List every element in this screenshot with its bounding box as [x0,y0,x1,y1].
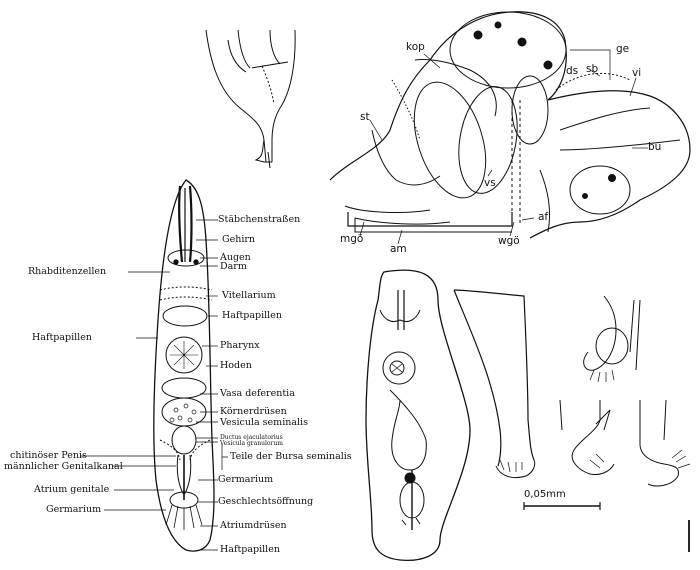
label-teile-der-bursa: Teile der Bursa seminalis [230,451,352,462]
scale-bar-label: 0,05mm [524,489,566,500]
sagittal-section-drawing [329,11,691,239]
label-sb: sb [586,63,599,75]
label-bu: bu [648,141,662,153]
label-vi: vi [632,67,642,79]
label-vesicula-seminalis: Vesicula seminalis [220,417,308,428]
label-staebchenstrassen: Stäbchenstraßen [218,214,301,225]
label-vesicula-granulorum: Vesicula granulorum [220,440,283,447]
label-pharynx: Pharynx [220,340,260,351]
whole-body-drawing [153,179,215,552]
stylet-tip-drawings [559,295,691,487]
label-geschlechtsoeffnung: Geschlechtsöffnung [218,496,314,507]
label-am: am [390,243,407,255]
section-leader-lines [359,49,648,245]
label-hoden: Hoden [220,360,252,371]
label-kop: kop [406,41,425,53]
label-mgo: mgö [340,233,364,245]
label-af: af [538,211,549,223]
label-maennlicher-genitalkanal: männlicher Genitalkanal [4,461,123,472]
ventral-view-drawing [365,269,471,562]
scale-bar [523,502,690,552]
label-haftpapillen-bottom: Haftpapillen [220,544,280,555]
label-rhabditenzellen: Rhabditenzellen [28,266,107,277]
label-vitellarium: Vitellarium [222,290,276,301]
label-st: st [360,111,370,123]
label-ds: ds [566,65,579,77]
label-gehirn: Gehirn [222,234,256,245]
left-leader-lines [80,219,228,551]
label-atriumdruesen: Atriumdrüsen [220,520,287,531]
label-koernerdruesen: Körnerdrüsen [220,406,287,417]
label-germarium-left: Germarium [46,504,102,515]
label-haftpapillen-side: Haftpapillen [32,332,92,343]
label-haftpapillen-top: Haftpapillen [222,310,282,321]
label-augen: Augen [220,252,251,263]
label-vasa-deferentia: Vasa deferentia [220,388,295,399]
label-atrium-genitale: Atrium genitale [34,484,110,495]
label-wgo: wgö [498,235,520,247]
label-germarium-right: Germarium [218,474,274,485]
label-ge: ge [616,43,630,55]
label-ductus-ejaculatorius: Ductus ejaculatorius [220,434,283,441]
label-vs: vs [484,177,496,189]
label-darm: Darm [220,261,247,272]
stylet-detail-drawing [205,29,296,169]
stylet-funnel-drawing [453,289,536,479]
label-chitinoeser-penis: chitinöser Penis [10,450,87,461]
